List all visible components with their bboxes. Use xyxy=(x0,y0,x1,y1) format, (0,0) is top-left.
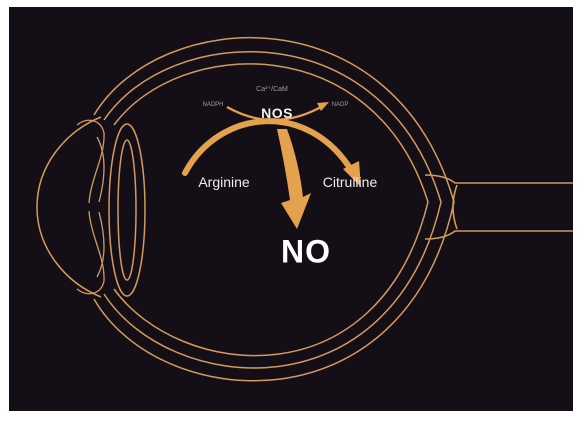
iris xyxy=(77,120,104,293)
diagram-panel: Ca²⁺/CaM NADPH NADP NOS Arginine Citrull… xyxy=(9,7,573,411)
byproduct-label: Citrulline xyxy=(323,174,377,190)
substrate-label: Arginine xyxy=(198,174,249,190)
nadp-label: NADP xyxy=(332,102,349,108)
nadph-label: NADPH xyxy=(202,102,223,108)
nadp-arrowhead xyxy=(317,102,329,111)
eye-diagram xyxy=(9,7,573,411)
no-production-arrow xyxy=(277,129,311,229)
lens xyxy=(109,124,145,296)
arginine-to-citrulline-arrow xyxy=(185,121,353,173)
enzyme-label: NOS xyxy=(261,105,293,121)
product-label: NO xyxy=(281,234,331,271)
cornea xyxy=(37,117,101,297)
cofactor-label: Ca²⁺/CaM xyxy=(256,85,288,93)
